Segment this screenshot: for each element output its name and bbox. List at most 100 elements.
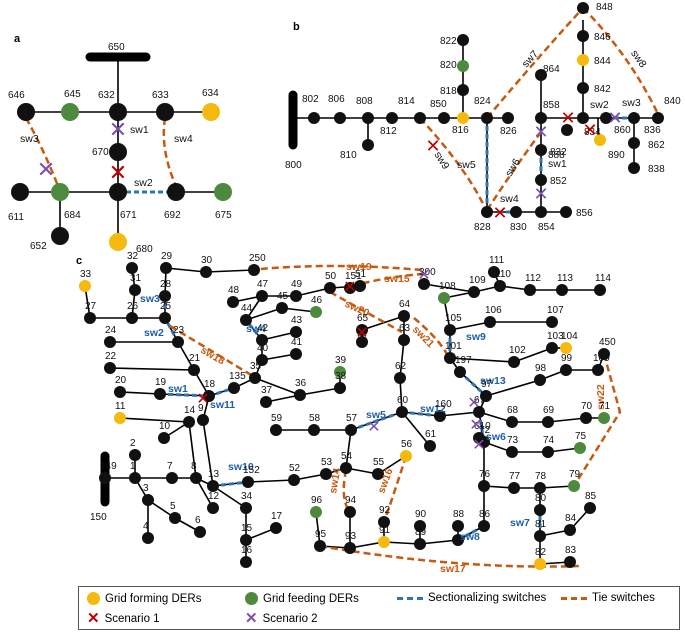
node-64 — [398, 310, 410, 322]
label-888: 888 — [548, 150, 565, 161]
node-7 — [166, 472, 178, 484]
node-808 — [362, 112, 374, 124]
node-838 — [628, 162, 640, 174]
label-31: 31 — [130, 273, 142, 284]
node-646 — [17, 103, 35, 121]
panel-c-nodes — [79, 262, 610, 570]
node-85 — [584, 502, 596, 514]
sw17-c-label: sw17 — [440, 563, 466, 575]
sectionalizing-swatch — [397, 596, 423, 600]
sw4-a-label: sw4 — [174, 133, 193, 145]
sw10-c-line — [212, 480, 249, 488]
sw19-c-line — [249, 264, 423, 272]
node-671 — [109, 183, 127, 201]
label-53: 53 — [321, 457, 333, 468]
node-633 — [156, 103, 174, 121]
line-87-89 — [419, 539, 459, 545]
node-90 — [414, 520, 426, 532]
node-62 — [394, 372, 406, 384]
node-888 — [561, 124, 573, 136]
label-850: 850 — [430, 99, 447, 110]
node-79 — [568, 480, 580, 492]
label-858: 858 — [543, 100, 560, 111]
node-680 — [109, 233, 127, 251]
label-114: 114 — [595, 273, 611, 284]
sw11-c-label: sw11 — [210, 399, 235, 411]
label-28: 28 — [160, 279, 172, 290]
legend-tie: Tie switches — [561, 592, 655, 604]
node-46 — [310, 306, 322, 318]
label-9: 9 — [198, 403, 204, 414]
line-160-67 — [439, 411, 480, 417]
node-44 — [240, 314, 252, 326]
node-63 — [398, 334, 410, 346]
node-35 — [249, 372, 261, 384]
label-55: 55 — [373, 457, 385, 468]
sw19-c-label: sw19 — [346, 261, 372, 273]
panel-a-13-bus-network: 650 646 645 632 633 634 670 611 684 671 … — [8, 42, 232, 255]
node-8 — [190, 472, 202, 484]
sw12-c-label: sw12 — [420, 403, 446, 415]
label-51: 51 — [355, 269, 367, 280]
scenario1-marker: ✕ — [492, 203, 507, 224]
grid-feeding-swatch — [245, 592, 258, 605]
node-87 — [452, 534, 464, 546]
legend-sectionalizing: Sectionalizing switches — [397, 592, 546, 604]
line-19-20 — [119, 391, 161, 395]
sw12-c-line — [401, 410, 441, 418]
label-18: 18 — [204, 379, 216, 390]
label-645: 645 — [64, 89, 81, 100]
label-838: 838 — [648, 164, 665, 175]
label-2: 2 — [130, 438, 136, 449]
node-13 — [207, 480, 219, 492]
node-670 — [109, 143, 127, 161]
label-38: 38 — [335, 371, 347, 382]
node-14 — [183, 416, 195, 428]
node-56 — [400, 450, 412, 462]
label-112: 112 — [525, 273, 541, 284]
label-7: 7 — [167, 461, 173, 472]
node-37 — [260, 396, 272, 408]
node-67 — [473, 406, 485, 418]
label-42: 42 — [257, 323, 269, 334]
line-13-34 — [212, 485, 247, 509]
label-150: 150 — [90, 512, 107, 523]
line-60-61 — [401, 411, 431, 447]
label-450: 450 — [599, 337, 616, 348]
label-23: 23 — [173, 325, 185, 336]
scenario2-marker: ✕ — [109, 118, 127, 143]
node-70 — [580, 412, 592, 424]
label-16: 16 — [241, 545, 253, 556]
label-670: 670 — [92, 147, 109, 158]
label-151: 151 — [345, 271, 362, 282]
label-135: 135 — [229, 371, 246, 382]
line-64-65 — [361, 315, 405, 331]
node-611 — [11, 183, 29, 201]
node-98 — [534, 374, 546, 386]
sw10-c-label: sw10 — [228, 461, 254, 473]
node-850 — [438, 112, 450, 124]
node-149 — [99, 472, 111, 484]
node-1 — [129, 472, 141, 484]
legend-grid-feeding: Grid feeding DERs — [245, 592, 359, 605]
node-450 — [598, 348, 610, 360]
node-94 — [344, 506, 356, 518]
label-59: 59 — [271, 413, 283, 424]
line-44-45 — [245, 307, 283, 321]
panel-c-label: c — [76, 255, 82, 267]
label-652: 652 — [30, 241, 47, 252]
label-76: 76 — [479, 469, 491, 480]
label-40: 40 — [257, 343, 269, 354]
label-92: 92 — [379, 505, 391, 516]
label-41: 41 — [291, 337, 303, 348]
label-56: 56 — [401, 439, 413, 450]
node-39 — [334, 366, 346, 378]
node-41 — [290, 348, 302, 360]
scenario2-marker: ✕ — [467, 393, 480, 412]
sw18-c-label: sw18 — [199, 344, 227, 367]
node-816 — [457, 112, 469, 124]
sw5-c-label: sw5 — [366, 409, 386, 421]
node-60 — [396, 406, 408, 418]
node-65 — [356, 324, 368, 336]
